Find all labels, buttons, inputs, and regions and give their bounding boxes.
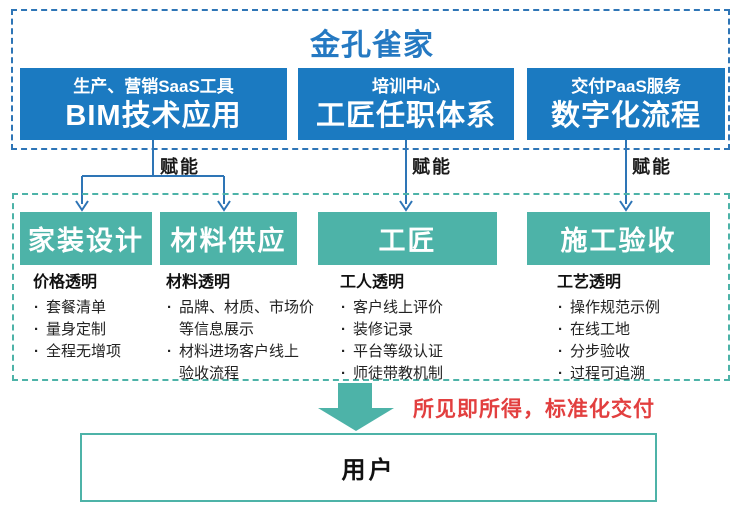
list-item: 分步验收	[557, 341, 717, 363]
diagram-title: 金孔雀家	[310, 29, 434, 62]
list-item: 操作规范示例	[557, 297, 717, 319]
user-box-label: 用户	[341, 457, 396, 484]
platform-box-name: BIM技术应用	[65, 99, 242, 132]
service-box-acceptance: 施工验收	[527, 212, 710, 265]
list-item: 在线工地	[557, 319, 717, 341]
list-item: 品牌、材质、市场价 等信息展示	[166, 297, 318, 341]
transparency-list-process: 工艺透明 操作规范示例 在线工地 分步验收 过程可追溯	[557, 268, 717, 385]
platform-section-border	[11, 9, 730, 150]
platform-box-paas: 交付PaaS服务 数字化流程	[527, 68, 725, 140]
list-title: 价格透明	[33, 274, 98, 291]
service-box-design: 家装设计	[20, 212, 152, 265]
list-items: 品牌、材质、市场价 等信息展示 材料进场客户线上 验收流程	[166, 297, 318, 385]
connector-label-2: 赋能	[412, 157, 452, 177]
service-box-material: 材料供应	[160, 212, 297, 265]
user-box: 用户	[80, 433, 657, 502]
list-items: 套餐清单 量身定制 全程无增项	[33, 297, 161, 363]
list-item: 量身定制	[33, 319, 161, 341]
list-item: 套餐清单	[33, 297, 161, 319]
platform-box-subtitle: 培训中心	[372, 76, 440, 96]
platform-box-bim: 生产、营销SaaS工具 BIM技术应用	[20, 68, 287, 140]
list-title: 工人透明	[340, 274, 405, 291]
list-item: 装修记录	[340, 319, 505, 341]
platform-box-subtitle: 交付PaaS服务	[571, 76, 681, 96]
list-item: 过程可追溯	[557, 363, 717, 385]
transparency-list-material: 材料透明 品牌、材质、市场价 等信息展示 材料进场客户线上 验收流程	[166, 268, 318, 385]
service-box-craftsman: 工匠	[318, 212, 497, 265]
list-title: 材料透明	[166, 274, 231, 291]
platform-box-name: 数字化流程	[550, 99, 701, 132]
platform-box-name: 工匠任职体系	[315, 99, 496, 132]
list-item: 平台等级认证	[340, 341, 505, 363]
list-title: 工艺透明	[557, 274, 622, 291]
connector-label-3: 赋能	[632, 157, 672, 177]
transparency-list-worker: 工人透明 客户线上评价 装修记录 平台等级认证 师徒带教机制	[340, 268, 505, 385]
list-item: 客户线上评价	[340, 297, 505, 319]
delivery-note: 所见即所得，标准化交付	[413, 398, 655, 421]
list-item: 材料进场客户线上 验收流程	[166, 341, 318, 385]
list-items: 客户线上评价 装修记录 平台等级认证 师徒带教机制	[340, 297, 505, 385]
list-item: 全程无增项	[33, 341, 161, 363]
connector-label-1: 赋能	[160, 157, 200, 177]
list-item: 师徒带教机制	[340, 363, 505, 385]
big-down-arrow-icon	[318, 383, 394, 431]
platform-box-training: 培训中心 工匠任职体系	[298, 68, 514, 140]
transparency-list-price: 价格透明 套餐清单 量身定制 全程无增项	[33, 268, 161, 363]
list-items: 操作规范示例 在线工地 分步验收 过程可追溯	[557, 297, 717, 385]
platform-box-subtitle: 生产、营销SaaS工具	[73, 76, 234, 96]
